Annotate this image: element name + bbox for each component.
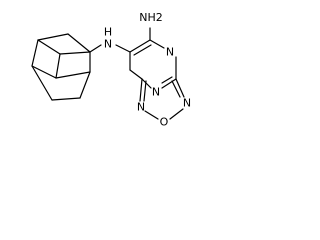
bond <box>175 78 185 98</box>
bond <box>141 78 152 89</box>
adamantane-group <box>31 33 91 101</box>
bond <box>161 78 177 89</box>
oxadiazole-n-right-label: N <box>183 97 191 110</box>
bond <box>79 71 91 99</box>
molecule-structure: NH2 N H N N N N O <box>31 11 191 129</box>
pyrazine-n-top-label: N <box>166 46 174 59</box>
bond <box>129 39 151 53</box>
bond <box>149 39 165 49</box>
bond <box>161 76 173 84</box>
bond <box>139 78 143 102</box>
bond <box>133 44 152 56</box>
bond <box>51 97 81 101</box>
bond <box>31 65 57 79</box>
bond <box>144 110 159 120</box>
bond <box>59 51 91 55</box>
bond <box>37 33 69 41</box>
nh-h-label: H <box>104 26 112 39</box>
bond <box>115 44 131 53</box>
bond <box>67 33 91 53</box>
atom-labels: NH2 N H N N N N O <box>104 11 191 129</box>
oxadiazole-ring <box>139 78 185 120</box>
bond <box>55 53 61 79</box>
nh-n-label: N <box>104 38 112 51</box>
bond <box>89 44 102 53</box>
oxadiazole-o-label: O <box>160 116 169 129</box>
pyrazine-n-bottom-label: N <box>152 86 160 99</box>
bond <box>169 108 184 120</box>
bond <box>171 80 181 98</box>
bond <box>129 69 143 80</box>
pyrazine-ring <box>129 39 177 89</box>
nh2-label: NH2 <box>139 11 163 24</box>
bond <box>37 39 61 55</box>
bond <box>31 65 53 101</box>
bond <box>31 39 39 67</box>
bond <box>55 71 91 79</box>
oxadiazole-n-left-label: N <box>137 101 145 114</box>
bond <box>143 80 147 102</box>
molecule-canvas: NH2 N H N N N N O <box>0 0 215 132</box>
